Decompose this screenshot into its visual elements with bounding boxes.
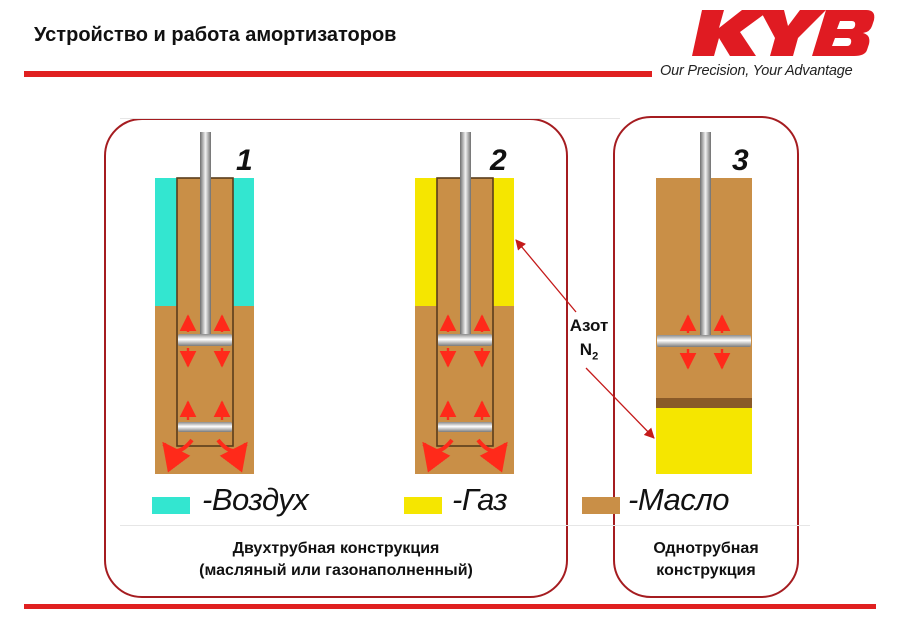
kyb-logo [692, 10, 875, 56]
absorber-3: 3 [656, 132, 752, 474]
absorber-1-number: 1 [236, 144, 253, 177]
kyb-logo-wordmark [692, 10, 875, 56]
absorber-2-piston-rod [460, 132, 471, 342]
absorber-3-gas-chamber [656, 408, 752, 474]
legend-swatch-air [152, 497, 190, 514]
absorber-2-piston [438, 334, 492, 346]
legend-label-gas: -Газ [452, 482, 508, 517]
nitrogen-leader-to-twin-gas [515, 239, 577, 313]
slide-title: Устройство и работа амортизаторов [34, 24, 397, 46]
twin-tube-group-frame [104, 118, 568, 598]
absorber-2-number: 2 [489, 144, 507, 177]
absorber-1-flow-arrows [179, 314, 231, 420]
guide-line-top [120, 118, 620, 119]
nitrogen-label-formula: N2 [554, 340, 624, 362]
absorber-2-flow-arrows [439, 314, 491, 420]
nitrogen-subscript: 2 [592, 350, 599, 363]
absorber-3-piston-rod [700, 132, 711, 342]
absorber-1-piston-rod [200, 132, 211, 342]
nitrogen-label-line1: Азот [569, 316, 609, 335]
mono-tube-caption: Однотрубная конструкция [613, 538, 799, 582]
brand-slogan: Our Precision, Your Advantage [660, 63, 853, 79]
legend-swatch-gas [404, 497, 442, 514]
absorber-1: 1 [155, 132, 254, 474]
twin-tube-caption: Двухтрубная конструкция (масляный или га… [104, 538, 568, 582]
legend-swatch-oil [582, 497, 620, 514]
guide-line-bottom [120, 525, 810, 526]
mono-tube-caption-line1: Однотрубная [653, 540, 759, 557]
twin-tube-caption-line2: (масляный или газонаполненный) [199, 562, 473, 579]
absorber-1-base-valve [178, 422, 232, 432]
absorber-3-piston [657, 335, 751, 347]
mono-tube-group-frame [613, 116, 799, 598]
header-divider [24, 71, 652, 77]
absorber-1-base-flow-arrows [162, 438, 248, 473]
mono-tube-caption-line2: конструкция [656, 562, 756, 579]
nitrogen-symbol: N [579, 340, 593, 359]
legend-label-oil: -Масло [628, 482, 729, 517]
absorber-2-base-valve [438, 422, 492, 432]
absorber-3-floating-piston [656, 398, 752, 408]
legend-label-air: -Воздух [202, 482, 309, 517]
absorber-3-flow-arrows [679, 314, 731, 370]
absorber-1-piston [178, 334, 232, 346]
nitrogen-leader-to-mono-gas [585, 367, 655, 439]
footer-divider [24, 604, 876, 609]
nitrogen-leader-arrows [515, 239, 655, 439]
absorber-2: 2 [415, 132, 514, 474]
absorber-3-number: 3 [732, 144, 749, 177]
absorber-2-base-flow-arrows [422, 438, 508, 473]
twin-tube-caption-line1: Двухтрубная конструкция [232, 540, 440, 557]
